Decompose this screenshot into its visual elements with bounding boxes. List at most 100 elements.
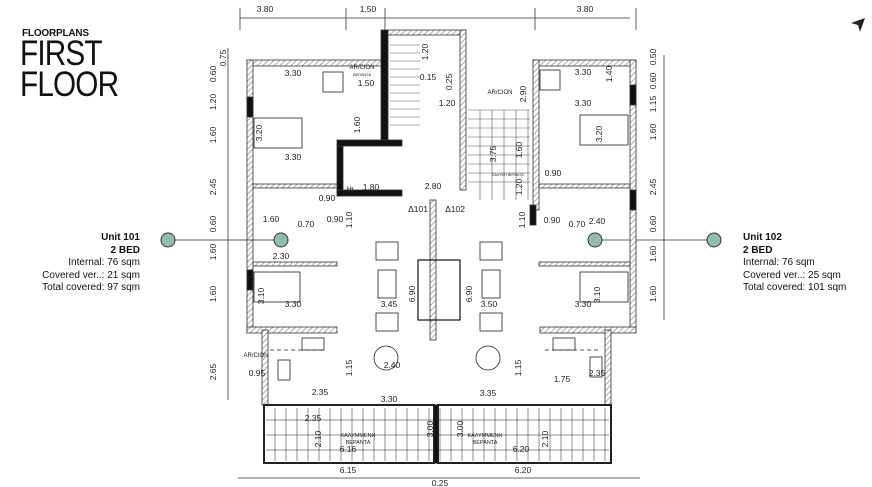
dimension-label: 1.20: [439, 98, 456, 108]
dimension-label: 1.15: [344, 359, 354, 376]
dimension-label: 3.20: [594, 125, 604, 142]
bed-icon: [579, 271, 629, 303]
room-label: ΚΑΛΥΜΜΕΝΗ: [467, 433, 502, 439]
fridge-icon: [589, 356, 603, 378]
dimension-label: 0.90: [545, 168, 562, 178]
unit-total-covered: Total covered: 97 sqm: [42, 282, 140, 293]
bed-icon: [253, 117, 303, 149]
covered-verandas: [263, 404, 612, 464]
furniture: [253, 69, 629, 381]
dimension-label: 1.75: [554, 374, 571, 384]
dimension-label: 0.70: [298, 219, 315, 229]
dimension-label: Δ102: [445, 204, 465, 214]
dimension-label: 2.65: [208, 363, 218, 380]
dimension-label: 3.80: [257, 4, 274, 14]
dimension-label: 0.75: [218, 49, 228, 66]
dimension-label: 1.60: [208, 243, 218, 260]
dimension-label: 3.30: [285, 152, 302, 162]
dimension-label: 1.15: [513, 359, 523, 376]
dimension-label: 1.60: [352, 116, 362, 133]
dimension-label: 3.50: [481, 299, 498, 309]
dimension-label: 0.50: [648, 48, 658, 65]
dimension-label: 1.40: [604, 65, 614, 82]
shower-icon: [539, 69, 561, 91]
unit-type: 2 BED: [743, 244, 773, 256]
unit-type: 2 BED: [110, 244, 140, 256]
stove-icon: [301, 337, 325, 351]
dimension-label: 3.10: [256, 287, 266, 304]
dimension-label: 0.25: [432, 478, 449, 487]
dimension-label: 6.15: [340, 465, 357, 475]
dimension-label: 1.80: [363, 182, 380, 192]
shower-icon: [322, 71, 344, 93]
navigation-arrow-icon[interactable]: [849, 16, 867, 34]
dimension-label: 3.30: [575, 98, 592, 108]
unit-101-marker-inner[interactable]: [273, 232, 289, 248]
dimension-label: 6.20: [513, 444, 530, 454]
unit-name: Unit 101: [101, 232, 140, 243]
dimension-label: 2.10: [313, 430, 323, 447]
dimension-label: 0.60: [208, 65, 218, 82]
unit-102-marker-inner[interactable]: [587, 232, 603, 248]
unit-102-marker[interactable]: [706, 232, 722, 248]
unit-101-info: Unit 101 2 BED Internal: 76 sqm Covered …: [42, 232, 140, 295]
room-label: AR/CION: [487, 90, 512, 96]
dimension-label: 0.90: [544, 215, 561, 225]
dimension-label: 6.16: [340, 444, 357, 454]
dimension-label: 1.20: [514, 178, 524, 195]
dimension-label: 0.90: [327, 214, 344, 224]
dimension-label: 0.60: [648, 72, 658, 89]
dimension-label: 2.35: [305, 413, 322, 423]
dimension-label: 0.15: [420, 72, 437, 82]
room-label: AR/CION: [349, 65, 374, 71]
page-title: FIRST FLOOR: [20, 36, 119, 102]
dimension-label: 1.10: [517, 211, 527, 228]
dimension-label: 2.40: [589, 216, 606, 226]
dimension-label: 0.90: [319, 193, 336, 203]
stove-icon: [552, 337, 576, 351]
dimension-label: 6.20: [515, 465, 532, 475]
armchair-icon: [479, 241, 503, 261]
dimension-label: 3.00: [455, 420, 465, 437]
unit-internal-area: Internal: 76 sqm: [68, 257, 140, 268]
dimension-label: 1.60: [263, 214, 280, 224]
dimension-label: 2.80: [425, 181, 442, 191]
dimension-label: 3.30: [381, 394, 398, 404]
dimension-label: 6.90: [407, 285, 417, 302]
dimension-label: 1.10: [344, 211, 354, 228]
dimension-label: 2.90: [518, 85, 528, 102]
unit-101-marker[interactable]: [160, 232, 176, 248]
floorplans-label: FLOORPLANS: [22, 28, 89, 39]
dimension-label: 0.95: [249, 368, 266, 378]
dimension-label: 0.60: [648, 215, 658, 232]
dimension-label: 1.60: [648, 285, 658, 302]
fridge-icon: [277, 359, 291, 381]
dimension-label: 1.60: [208, 285, 218, 302]
dimension-label: 1.15: [648, 95, 658, 112]
stairwell-walls: [387, 29, 467, 341]
bed-icon: [579, 114, 629, 146]
stair-treads: [390, 44, 530, 200]
dimension-label: 3.20: [254, 124, 264, 141]
dimension-label: 3.35: [480, 388, 497, 398]
dimension-label: 2.45: [208, 178, 218, 195]
dimension-label: 1.20: [208, 93, 218, 110]
dimension-label: 3.30: [285, 299, 302, 309]
unit-covered-veranda: Covered ver..: 21 sqm: [42, 269, 140, 281]
room-label: ΚΑΛΥΜΜΕΝΗ: [340, 433, 375, 439]
unit-markers: [160, 232, 722, 248]
unit-102-info: Unit 102 2 BED Internal: 76 sqm Covered …: [743, 232, 846, 295]
dimension-label: 2.40: [384, 360, 401, 370]
dimension-label: 1.50: [360, 4, 377, 14]
dimension-label: 2.35: [312, 387, 329, 397]
dimension-label: 0.25: [444, 73, 454, 90]
armchair-icon: [375, 312, 399, 332]
dimension-label: 1.60: [648, 123, 658, 140]
dimension-label: 6.90: [464, 285, 474, 302]
room-label: AR/CION: [243, 353, 268, 359]
dimension-label: 3.10: [592, 286, 602, 303]
unit-internal-area: Internal: 76 sqm: [743, 257, 815, 268]
